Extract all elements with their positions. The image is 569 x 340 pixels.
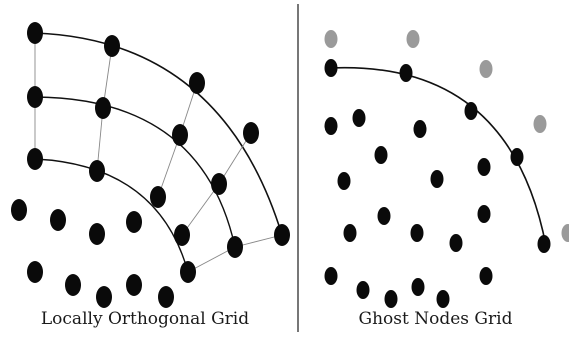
boundary-arc-middle (34, 96, 236, 248)
field-node (411, 278, 425, 296)
grid-lines (34, 33, 283, 273)
interior-node (126, 211, 142, 233)
field-node (352, 109, 366, 127)
field-node (436, 290, 450, 308)
interior-node (11, 199, 27, 221)
ghost-node (479, 60, 493, 78)
grid-node (243, 122, 259, 144)
field-node (449, 234, 463, 252)
grid-node (95, 97, 111, 119)
field-node (377, 207, 391, 225)
field-node (477, 158, 491, 176)
field-node (374, 146, 388, 164)
interior-node (65, 274, 81, 296)
field-node (410, 224, 424, 242)
boundary-node (537, 235, 551, 253)
grid-node (189, 72, 205, 94)
grid-nodes (11, 22, 290, 308)
right-panel-caption: Ghost Nodes Grid (358, 309, 513, 329)
ghost-node (561, 224, 569, 242)
interior-node (96, 286, 112, 308)
field-node (324, 267, 338, 285)
grid-node (27, 148, 43, 170)
boundary-node (464, 102, 478, 120)
grid-node (104, 35, 120, 57)
field-node (343, 224, 357, 242)
grid-node (174, 224, 190, 246)
boundary-node (399, 64, 413, 82)
grid-node (172, 124, 188, 146)
grid-node (180, 261, 196, 283)
field-node (324, 117, 338, 135)
field-node (477, 205, 491, 223)
boundary-node (324, 59, 338, 77)
interior-node (50, 209, 66, 231)
ghost-node (406, 30, 420, 48)
interior-node (89, 223, 105, 245)
boundary-arc-inner (34, 158, 189, 273)
interior-node (27, 261, 43, 283)
field-node (430, 170, 444, 188)
grid-node (150, 186, 166, 208)
interior-node (158, 286, 174, 308)
field-nodes (324, 59, 551, 308)
field-node (479, 267, 493, 285)
ghost-nodes (324, 30, 569, 242)
grid-node (211, 173, 227, 195)
left-panel-caption: Locally Orthogonal Grid (40, 309, 250, 329)
ghost-node (324, 30, 338, 48)
grid-node (274, 224, 290, 246)
field-node (356, 281, 370, 299)
interior-node (126, 274, 142, 296)
boundary-node (510, 148, 524, 166)
field-node (384, 290, 398, 308)
right-panel (324, 30, 569, 308)
grid-node (89, 160, 105, 182)
grid-node (27, 86, 43, 108)
grid-node (27, 22, 43, 44)
field-node (413, 120, 427, 138)
field-node (337, 172, 351, 190)
grid-node (227, 236, 243, 258)
ghost-node (533, 115, 547, 133)
left-panel (11, 22, 290, 308)
